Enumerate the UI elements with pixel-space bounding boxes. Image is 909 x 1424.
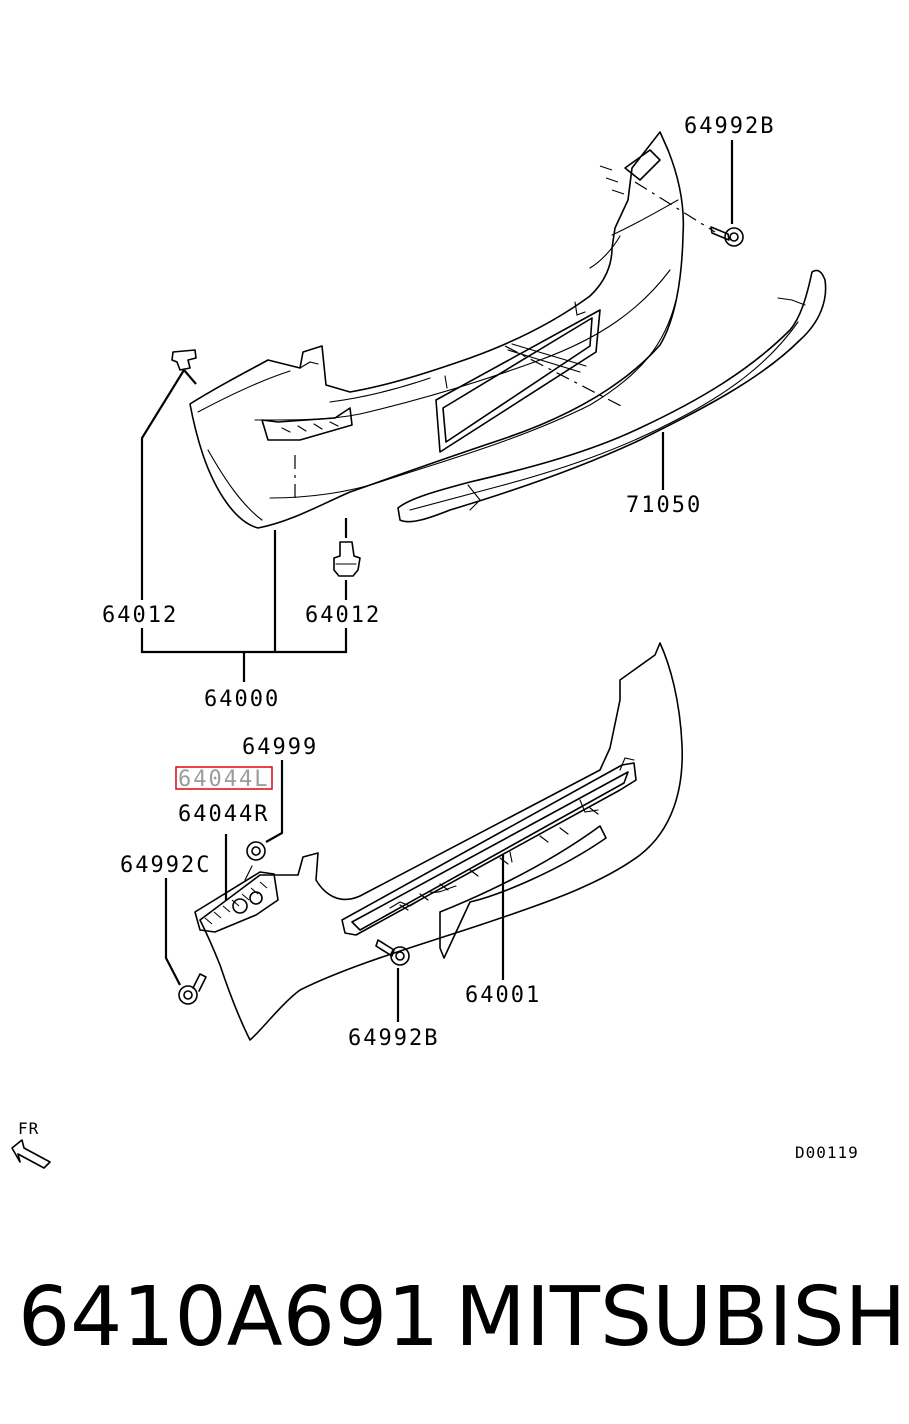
callout-64999: 64999 — [242, 735, 318, 760]
leader-64012-left — [140, 368, 197, 600]
lower-lip-part — [397, 269, 827, 523]
leader-64044-tick — [244, 865, 253, 881]
callout-64044L: 64044L — [178, 767, 269, 792]
callout-64001: 64001 — [465, 983, 541, 1008]
rear-bumper-cover — [189, 131, 685, 529]
part-number: 6410A691 — [18, 1270, 440, 1365]
leader-64999 — [265, 760, 284, 843]
leader-dashed-bolt — [634, 181, 716, 233]
clip-icon-left — [171, 349, 197, 371]
callout-64992B-bottom: 64992B — [348, 1026, 439, 1051]
bolt-icon-rear — [375, 939, 410, 966]
callout-64000: 64000 — [204, 687, 280, 712]
callout-64992C: 64992C — [120, 853, 211, 878]
leader-64012-bracket — [140, 628, 348, 654]
callout-64044R: 64044R — [178, 802, 269, 827]
callout-64992B-top: 64992B — [684, 114, 775, 139]
footer: 6410A691 MITSUBISHI — [0, 1268, 909, 1368]
callout-64012-right: 64012 — [305, 603, 381, 628]
bumper-reinforcement-view — [194, 642, 684, 1041]
front-indicator-label: FR — [18, 1119, 39, 1138]
callout-71050: 71050 — [626, 493, 702, 518]
highlight-box — [175, 766, 273, 790]
leader-64992C — [164, 878, 181, 986]
brand-name: MITSUBISHI — [455, 1270, 909, 1365]
nut-icon — [246, 841, 266, 861]
clip-icon-bottom — [333, 541, 361, 577]
leader-dashed-lip — [504, 345, 626, 409]
diagram-code: D00119 — [795, 1143, 859, 1162]
front-arrow-icon — [11, 1139, 51, 1169]
callout-64012-left: 64012 — [102, 603, 178, 628]
bolt-icon-side — [178, 973, 207, 1005]
bolt-icon-top — [710, 226, 744, 247]
